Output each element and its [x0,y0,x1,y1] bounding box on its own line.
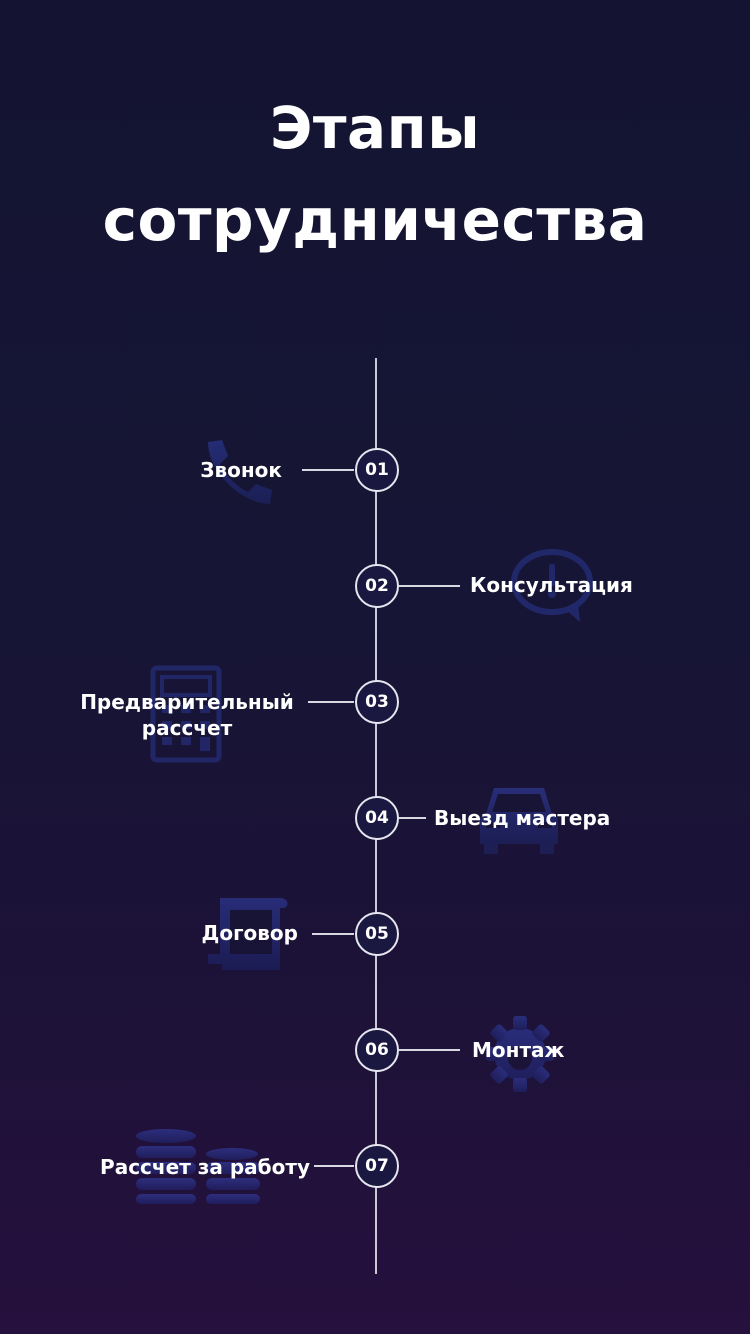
step-01-number: 01 [355,448,399,492]
step-03-label-line-2: рассчет [141,716,233,740]
step-04-number: 04 [355,796,399,840]
step-05-connector [312,933,354,935]
step-06-connector [398,1049,460,1051]
calculator-icon [150,665,222,763]
step-03-label-line-1: Предварительный [80,690,294,714]
step-03-connector [308,701,354,703]
step-07-label: Рассчет за работу [100,1155,310,1179]
page-title-line-1: Этапы [269,94,481,162]
phone-icon [202,438,274,506]
chat-icon [508,548,598,628]
step-07-number: 07 [355,1144,399,1188]
coins-icon [134,1128,262,1208]
step-06-label: Монтаж [472,1038,565,1062]
document-icon [204,894,292,974]
step-03-number: 03 [355,680,399,724]
step-05-label: Договор [201,921,298,945]
step-01-label: Звонок [200,458,282,482]
step-03-label: Предварительный рассчет [70,689,304,741]
page-title: Этапы сотрудничества [0,82,750,266]
step-02-connector [398,585,460,587]
step-07-connector [314,1165,354,1167]
step-05-number: 05 [355,912,399,956]
step-06-number: 06 [355,1028,399,1072]
step-02-number: 02 [355,564,399,608]
page-title-line-2: сотрудничества [102,186,648,254]
step-02-label: Консультация [470,573,633,597]
step-04-label: Выезд мастера [434,806,611,830]
step-01-connector [302,469,354,471]
car-icon [478,782,560,856]
step-04-connector [398,817,426,819]
gear-icon [486,1014,554,1094]
